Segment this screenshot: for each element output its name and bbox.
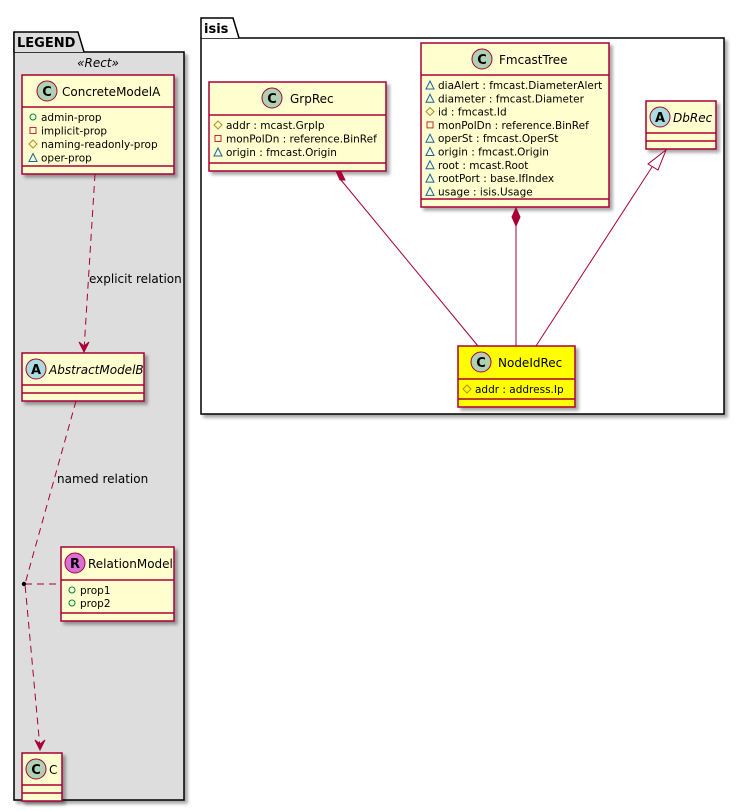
attribute-protected: addr : mcast.GrpIp [226,120,325,132]
arrowhead-icon [78,341,90,354]
protected-visibility-icon [425,106,435,117]
explicit-relation-label: explicit relation [89,272,182,286]
class-name: AbstractModelB [48,363,144,377]
attribute-private: monPolDn : reference.BinRef [226,134,377,146]
svg-text:C: C [42,85,52,100]
named-relation-edge: named relation [21,400,148,752]
class-nodeidrec[interactable]: C NodeIdRec addr : address.Ip [457,345,576,408]
attribute-package: oper-prop [41,153,92,165]
package-visibility-icon [425,159,435,170]
attribute-package: origin : fmcast.Origin [438,147,549,159]
legend-stereotype: «Rect» [77,56,119,70]
protected-visibility-icon [462,384,472,394]
attribute-public: admin-prop [41,112,102,124]
class-name: NodeIdRec [498,356,562,370]
abstract-badge-icon: A [25,358,47,380]
class-grprec[interactable]: C GrpRec addr : mcast.GrpIp monPolDn : re… [208,81,387,172]
attribute-protected: id : fmcast.Id [438,107,507,119]
named-relation-label: named relation [57,472,148,486]
package-visibility-icon [425,172,435,183]
attribute-package: root : mcast.Root [438,160,528,172]
class-name: C [49,763,57,777]
class-c[interactable]: C C [21,752,63,802]
private-visibility-icon [426,121,434,129]
public-visibility-icon [68,586,76,594]
class-badge-icon: C [261,87,283,109]
attribute-protected: naming-readonly-prop [41,139,158,151]
arrowhead-icon [34,739,46,752]
protected-visibility-icon [28,139,38,149]
class-name: ConcreteModelA [62,85,161,99]
private-visibility-icon [29,127,37,134]
public-visibility-icon [68,599,76,607]
composition-diamond-icon [335,170,346,181]
attribute-list: diaAlert : fmcast.DiameterAlertdiameter … [425,79,602,198]
explicit-relation-edge: explicit relation [78,173,182,354]
attribute-package: origin : fmcast.Origin [226,147,337,159]
attribute-list: addr : mcast.GrpIp monPolDn : reference.B… [213,120,377,159]
class-dbrec[interactable]: A DbRec [645,100,717,150]
svg-text:C: C [31,763,41,778]
attribute-list: admin-prop implicit-propnaming-readonly-p… [28,112,158,165]
generalization-nodeidrec-dbrec [535,148,668,347]
attribute-package: rootPort : base.IfIndex [438,173,554,185]
class-name: GrpRec [290,92,334,106]
composition-diamond-icon [511,206,521,228]
package-visibility-icon [425,146,435,156]
inheritance-arrow-icon [647,148,668,171]
attribute-public: prop1 [80,585,111,597]
relation-badge-icon: R [64,552,86,574]
class-badge-icon: C [470,351,492,373]
protected-visibility-icon [213,120,223,130]
composition-fmcasttree-nodeidrec [511,206,521,346]
package-visibility-icon [213,146,223,157]
attribute-package: usage : isis.Usage [438,186,533,198]
class-badge-icon: C [36,80,58,102]
abstract-badge-icon: A [649,106,671,128]
class-abstract-model-b[interactable]: A AbstractModelB [21,352,145,402]
svg-text:C: C [476,356,486,371]
association-point-icon [21,581,27,587]
legend-title: LEGEND [17,36,76,51]
class-name: DbRec [673,111,713,125]
class-fmcasttree[interactable]: C FmcastTree diaAlert : fmcast.DiameterA… [420,42,610,208]
svg-text:A: A [31,363,41,378]
svg-text:C: C [477,53,487,68]
attribute-private: monPolDn : reference.BinRef [438,120,589,132]
composition-grprec-nodeidrec [335,170,479,347]
attribute-public: prop2 [80,598,111,610]
attribute-list: addr : address.Ip [462,384,564,396]
svg-text:R: R [70,557,80,572]
package-visibility-icon [425,93,435,103]
package-visibility-icon [425,186,435,196]
svg-text:A: A [655,111,665,126]
class-badge-icon: C [471,48,493,70]
attribute-package: diameter : fmcast.Diameter [438,93,585,105]
package-visibility-icon [425,79,435,90]
attribute-package: diaAlert : fmcast.DiameterAlert [438,80,602,92]
private-visibility-icon [214,135,222,142]
attribute-protected: addr : address.Ip [475,384,564,396]
attribute-private: implicit-prop [41,126,107,138]
package-visibility-icon [28,152,38,162]
package-visibility-icon [425,133,435,143]
svg-text:C: C [267,92,277,107]
class-name: RelationModel [88,557,173,571]
class-concrete-model-a[interactable]: C ConcreteModelA admin-prop implicit-prop… [21,74,175,175]
attribute-package: operSt : fmcast.OperSt [438,133,558,145]
package-title: isis [204,22,229,37]
class-badge-icon: C [25,758,47,780]
class-name: FmcastTree [499,53,568,67]
public-visibility-icon [29,113,37,121]
